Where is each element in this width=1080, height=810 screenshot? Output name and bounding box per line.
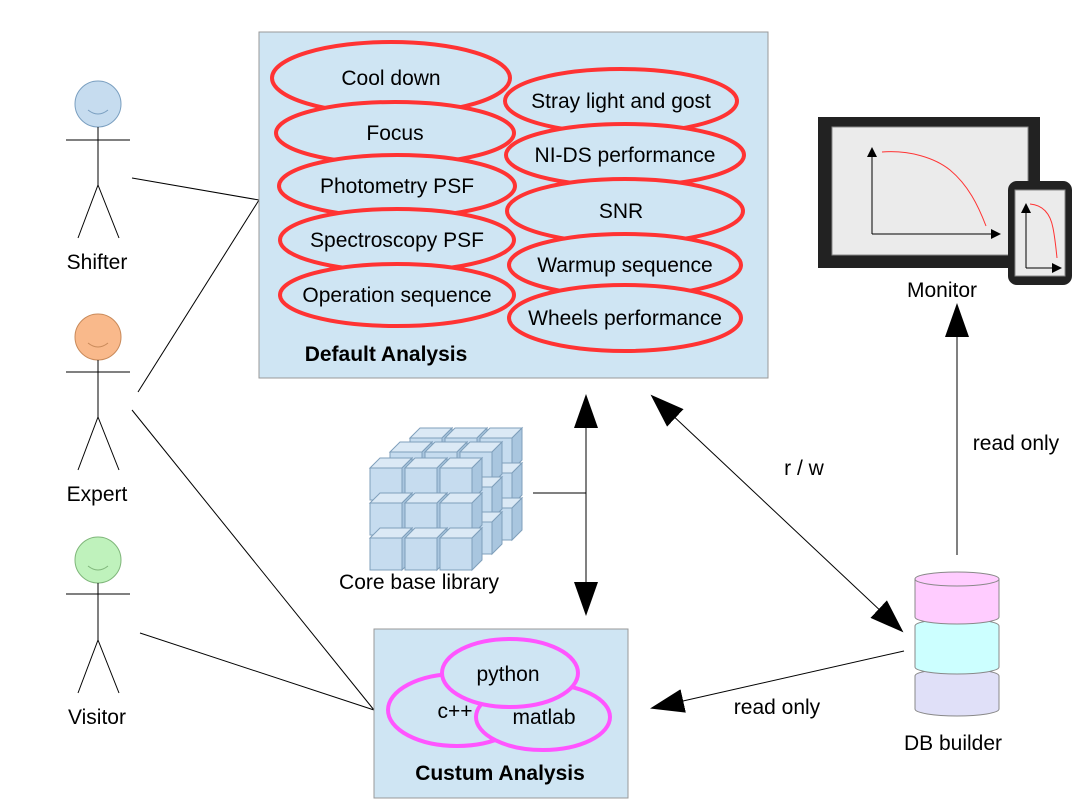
visitor-leg-right: [97, 639, 120, 694]
default-analysis-title: Default Analysis: [305, 343, 468, 366]
item-operation-sequence: Operation sequence: [302, 284, 491, 307]
phone-curve: [1029, 203, 1058, 259]
shifter-smile: [87, 109, 109, 115]
item-warmup-sequence: Warmup sequence: [537, 254, 712, 277]
db-builder: DB builder: [904, 571, 1002, 755]
shifter-leg-left: [77, 184, 99, 239]
db-builder-label: DB builder: [904, 732, 1002, 755]
item-cool-down: Cool down: [341, 67, 440, 90]
expert-smile: [87, 342, 109, 348]
actor-visitor: Visitor: [66, 536, 130, 729]
core-library-label: Core base library: [339, 571, 499, 594]
item-spectroscopy-psf: Spectroscopy PSF: [310, 229, 484, 252]
visitor-leg-left: [77, 639, 99, 694]
edge-expert-default: [137, 199, 260, 393]
label-rw: r / w: [784, 457, 824, 480]
ellipse-operation: [278, 262, 516, 328]
shifter-leg-right: [97, 184, 120, 239]
item-focus: Focus: [366, 122, 423, 145]
monitor-curve: [881, 151, 987, 227]
item-photometry-psf: Photometry PSF: [320, 175, 474, 198]
item-stray-light: Stray light and gost: [531, 90, 711, 113]
label-read-only-custom: read only: [734, 696, 821, 719]
actor-label-visitor: Visitor: [68, 706, 126, 729]
core-library-cube: [438, 526, 484, 572]
visitor-head: [74, 536, 122, 584]
expert-head: [74, 313, 122, 361]
custom-analysis-title: Custum Analysis: [415, 762, 585, 785]
db-segment-bottom: [914, 668, 1000, 717]
edge-visitor-custom: [139, 632, 375, 711]
ellipse-python: [440, 637, 580, 709]
default-analysis-box: Cool down Focus Photometry PSF Spectrosc…: [258, 31, 769, 379]
actor-label-shifter: Shifter: [67, 251, 128, 274]
db-segment-middle: [914, 618, 1000, 675]
core-library-cube: [438, 456, 484, 502]
item-wheels-performance: Wheels performance: [528, 307, 722, 330]
edge-expert-custom: [131, 409, 375, 711]
visitor-smile: [87, 565, 109, 571]
actor-label-expert: Expert: [67, 483, 128, 506]
actor-connections: [131, 177, 375, 711]
expert-leg-left: [77, 416, 99, 471]
core-library-cube: [438, 491, 484, 537]
actor-shifter: Shifter: [66, 80, 130, 274]
item-cpp: c++: [437, 700, 472, 723]
shifter-head: [74, 80, 122, 128]
item-ni-ds-performance: NI-DS performance: [535, 144, 716, 167]
item-matlab: matlab: [512, 706, 575, 729]
arrow-db-custom: [650, 650, 905, 713]
core-library: Core base library: [339, 426, 524, 594]
monitor-label: Monitor: [907, 279, 977, 302]
expert-leg-right: [97, 416, 120, 471]
actor-expert: Expert: [66, 313, 130, 506]
monitor: Monitor: [818, 117, 1072, 302]
monitor-screen: [831, 126, 1029, 256]
db-top-cap: [914, 571, 1000, 587]
item-python: python: [476, 663, 539, 686]
item-snr: SNR: [599, 200, 643, 223]
label-read-only-monitor: read only: [973, 432, 1060, 455]
edge-shifter-default: [131, 177, 260, 201]
arrow-default-db: [650, 394, 904, 633]
monitor-phone-screen: [1014, 189, 1066, 277]
ellipse-wheels: [507, 283, 743, 353]
core-library-cubes: [368, 426, 524, 572]
db-segment-top: [914, 578, 1000, 625]
custom-analysis-box: python c++ matlab Custum Analysis: [373, 628, 629, 799]
